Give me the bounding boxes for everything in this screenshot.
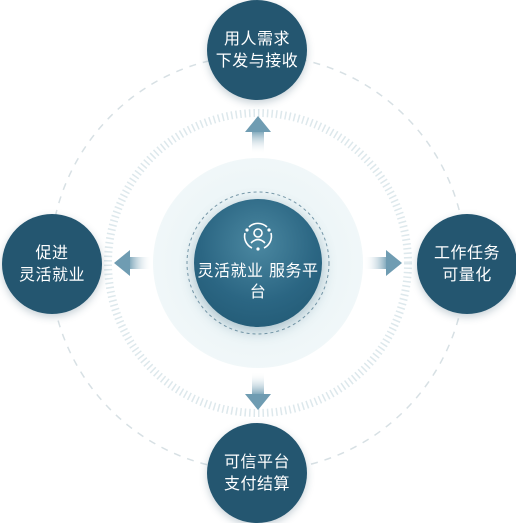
node-bottom-line1: 可信平台	[223, 452, 290, 471]
node-left-line1: 促进	[35, 243, 69, 262]
node-top-line1: 用人需求	[223, 29, 290, 48]
node-right-line1: 工作任务	[433, 243, 500, 262]
node-left-line2: 灵活就业	[18, 265, 85, 284]
center-label: 灵活就业 服务平台	[194, 260, 322, 302]
node-demand-dispatch: 用人需求 下发与接收	[207, 0, 307, 100]
node-trusted-payment: 可信平台 支付结算	[207, 423, 307, 523]
node-promote-employment: 促进 灵活就业	[2, 214, 102, 314]
node-top-line2: 下发与接收	[215, 51, 299, 70]
arrow-left	[114, 250, 152, 276]
node-right-line2: 可量化	[442, 265, 492, 284]
center-label-line2: 服务平台	[249, 261, 319, 301]
arrow-up	[245, 116, 271, 154]
arrow-down	[245, 372, 271, 410]
node-bottom-line2: 支付结算	[223, 474, 290, 493]
people-network-icon	[243, 222, 273, 251]
center-label-line1: 灵活就业	[197, 261, 264, 280]
center-platform-node: 灵活就业 服务平台	[194, 199, 322, 327]
arrow-right	[364, 250, 402, 276]
tick-ring	[104, 109, 412, 417]
node-task-quantifiable: 工作任务 可量化	[417, 214, 516, 314]
